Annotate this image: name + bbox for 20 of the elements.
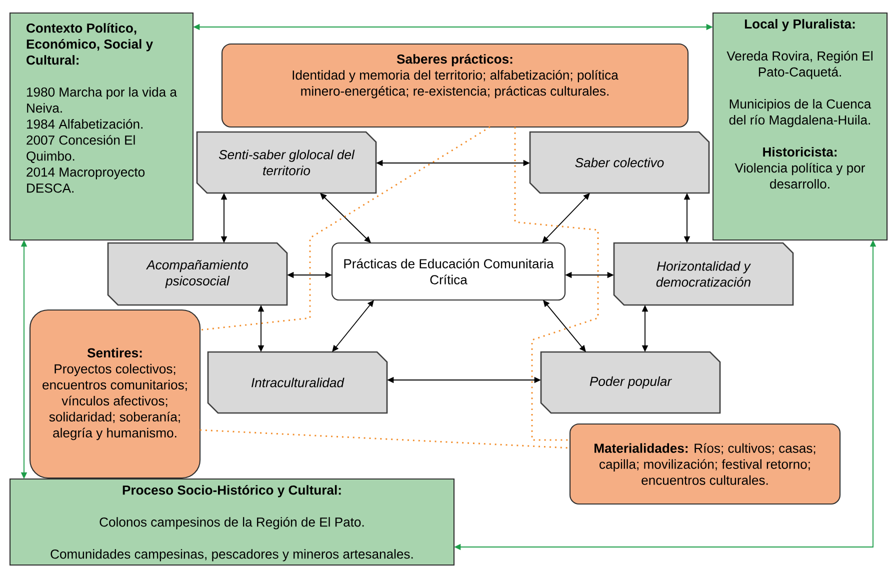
category-box: Poder popular bbox=[540, 351, 721, 414]
context-box: Local y Pluralista: Vereda Rovira, Región El Pato-Caquetá. Municipios de la Cuenca del río Magdalena-Huila. Historicista: Violencia política y por desarrollo. bbox=[712, 12, 888, 241]
note-box: Sentires: Proyectos colectivos; encuentros comunitarios; vínculos afectivos; solidaridad; soberanía; alegría y humanismo. bbox=[29, 309, 201, 479]
context-box: Proceso Socio-Histórico y Cultural: Colonos campesinos de la Región de El Pato. Comunidades campesinas, pescadores y mineros artesanales. bbox=[9, 478, 455, 566]
note-box: Materialidades: Ríos; cultivos; casas; capilla; movilización; festival retorno; encuentros culturales. bbox=[569, 423, 841, 505]
note-box: Saberes prácticos: Identidad y memoria del territorio; alfabetización; política minero-energética; re-existencia; prácticas culturales. bbox=[221, 43, 689, 128]
category-box: Intraculturalidad bbox=[207, 351, 388, 414]
dotted-line bbox=[514, 127, 599, 441]
category-box: Senti-saber glolocal del territorio bbox=[196, 131, 377, 194]
dotted-line bbox=[200, 429, 570, 449]
category-box: Acompañamiento psicosocial bbox=[107, 242, 288, 306]
dotted-line bbox=[200, 126, 490, 331]
arrow bbox=[543, 300, 586, 352]
context-box: Contexto Político, Económico, Social y Cultural: 1980 Marcha por la vida a Neiva. 1984 Alfabetización. 2007 Concesión El Quimbo. 2014 Macroproyecto DESCA. bbox=[9, 12, 194, 241]
arrow bbox=[542, 193, 590, 243]
category-box: Horizontalidad y democratización bbox=[613, 242, 794, 306]
central-box: Prácticas de Educación Comunitaria Crítica bbox=[331, 242, 566, 301]
arrow bbox=[332, 300, 374, 352]
arrow bbox=[320, 193, 371, 243]
category-box: Saber colectivo bbox=[529, 131, 710, 194]
